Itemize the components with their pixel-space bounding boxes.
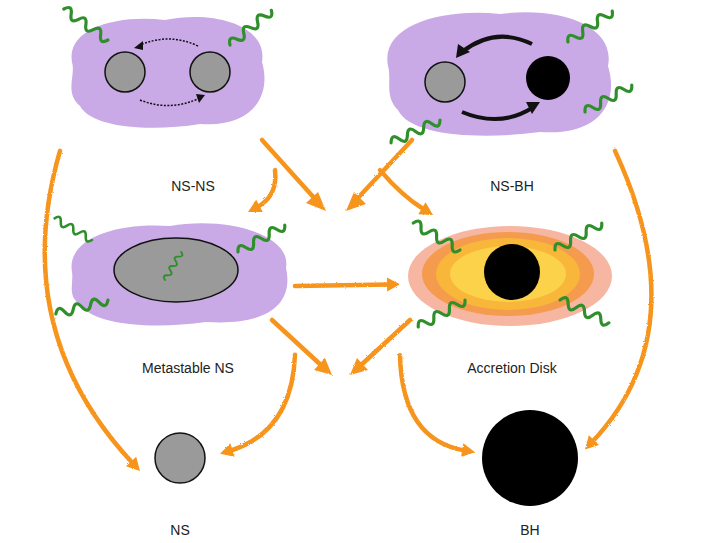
- node-label: NS: [170, 521, 189, 539]
- stage-node: NS: [140, 425, 220, 540]
- ns-bh-binary: [387, 7, 634, 147]
- arrow-head: [461, 443, 475, 457]
- illustration-part: [227, 7, 274, 49]
- transition-arrow: [380, 170, 433, 215]
- illustration-part: [356, 140, 412, 200]
- illustration-part: [416, 296, 467, 331]
- illustration-part: [190, 52, 230, 92]
- node-label: BH: [520, 521, 539, 539]
- arrow-line: [230, 355, 295, 451]
- metastable-ns: [53, 215, 288, 325]
- illustration-part: [360, 320, 410, 366]
- illustration-part: [306, 192, 326, 211]
- illustration-part: [558, 296, 611, 327]
- illustration-part: [436, 238, 580, 310]
- illustration-part: [456, 44, 470, 58]
- illustration-part: [53, 215, 94, 243]
- arrow-line: [45, 151, 133, 464]
- illustration-part: [411, 219, 462, 254]
- illustration-part: [138, 39, 198, 46]
- transition-arrow: [585, 151, 651, 450]
- node-label: Accretion Disk: [467, 359, 556, 377]
- illustration-part: [553, 219, 604, 254]
- node-label: NS-BH: [490, 177, 534, 195]
- transition-arrow: [400, 355, 475, 457]
- illustration-part: [61, 5, 110, 43]
- illustration-part: [389, 116, 442, 147]
- illustration-part: [140, 98, 200, 106]
- stage-node: Metastable NS: [60, 212, 295, 380]
- illustration-part: [387, 12, 611, 135]
- ns-remnant: [155, 433, 205, 483]
- transition-arrow: [248, 170, 275, 212]
- arrow-head: [387, 277, 400, 291]
- arrow-line: [592, 151, 652, 442]
- stage-node: NS-BH: [380, 5, 615, 197]
- arrow-line: [295, 284, 390, 285]
- illustration-part: [526, 56, 570, 100]
- illustration-part: [425, 62, 465, 102]
- illustration-part: [105, 52, 145, 92]
- illustration-part: [350, 358, 368, 375]
- illustration-part: [462, 37, 532, 52]
- illustration-part: [134, 41, 143, 50]
- arrow-head: [126, 457, 140, 471]
- ns-ns-binary: [61, 5, 274, 127]
- illustration-part: [196, 94, 205, 103]
- arrow-head: [418, 202, 433, 215]
- stage-node: NS-NS: [60, 5, 275, 197]
- arrow-line: [380, 170, 424, 210]
- transition-arrow: [45, 151, 140, 471]
- arrow-line: [257, 170, 276, 207]
- illustration-part: [114, 238, 238, 302]
- illustration-part: [163, 251, 184, 282]
- accretion-disk: [408, 219, 612, 331]
- node-label: Metastable NS: [142, 359, 234, 377]
- illustration-part: [583, 81, 634, 116]
- transition-arrow: [295, 277, 400, 291]
- illustration-part: [526, 102, 540, 114]
- illustration-part: [236, 221, 287, 256]
- illustration-part: [314, 358, 332, 375]
- node-label: NS-NS: [171, 177, 215, 195]
- stage-node: BH: [475, 405, 585, 540]
- arrow-head: [248, 200, 263, 212]
- illustration-part: [346, 192, 366, 211]
- illustration-part: [484, 244, 540, 300]
- illustration-part: [462, 108, 532, 119]
- outflow-arrows: [262, 140, 412, 366]
- bh-remnant: [482, 410, 578, 506]
- arrow-head: [220, 443, 234, 456]
- illustration-part: [55, 296, 109, 319]
- stage-node: Accretion Disk: [400, 215, 620, 380]
- arrow-line: [400, 355, 465, 450]
- arrow-head: [585, 435, 599, 449]
- illustration-part: [565, 7, 614, 45]
